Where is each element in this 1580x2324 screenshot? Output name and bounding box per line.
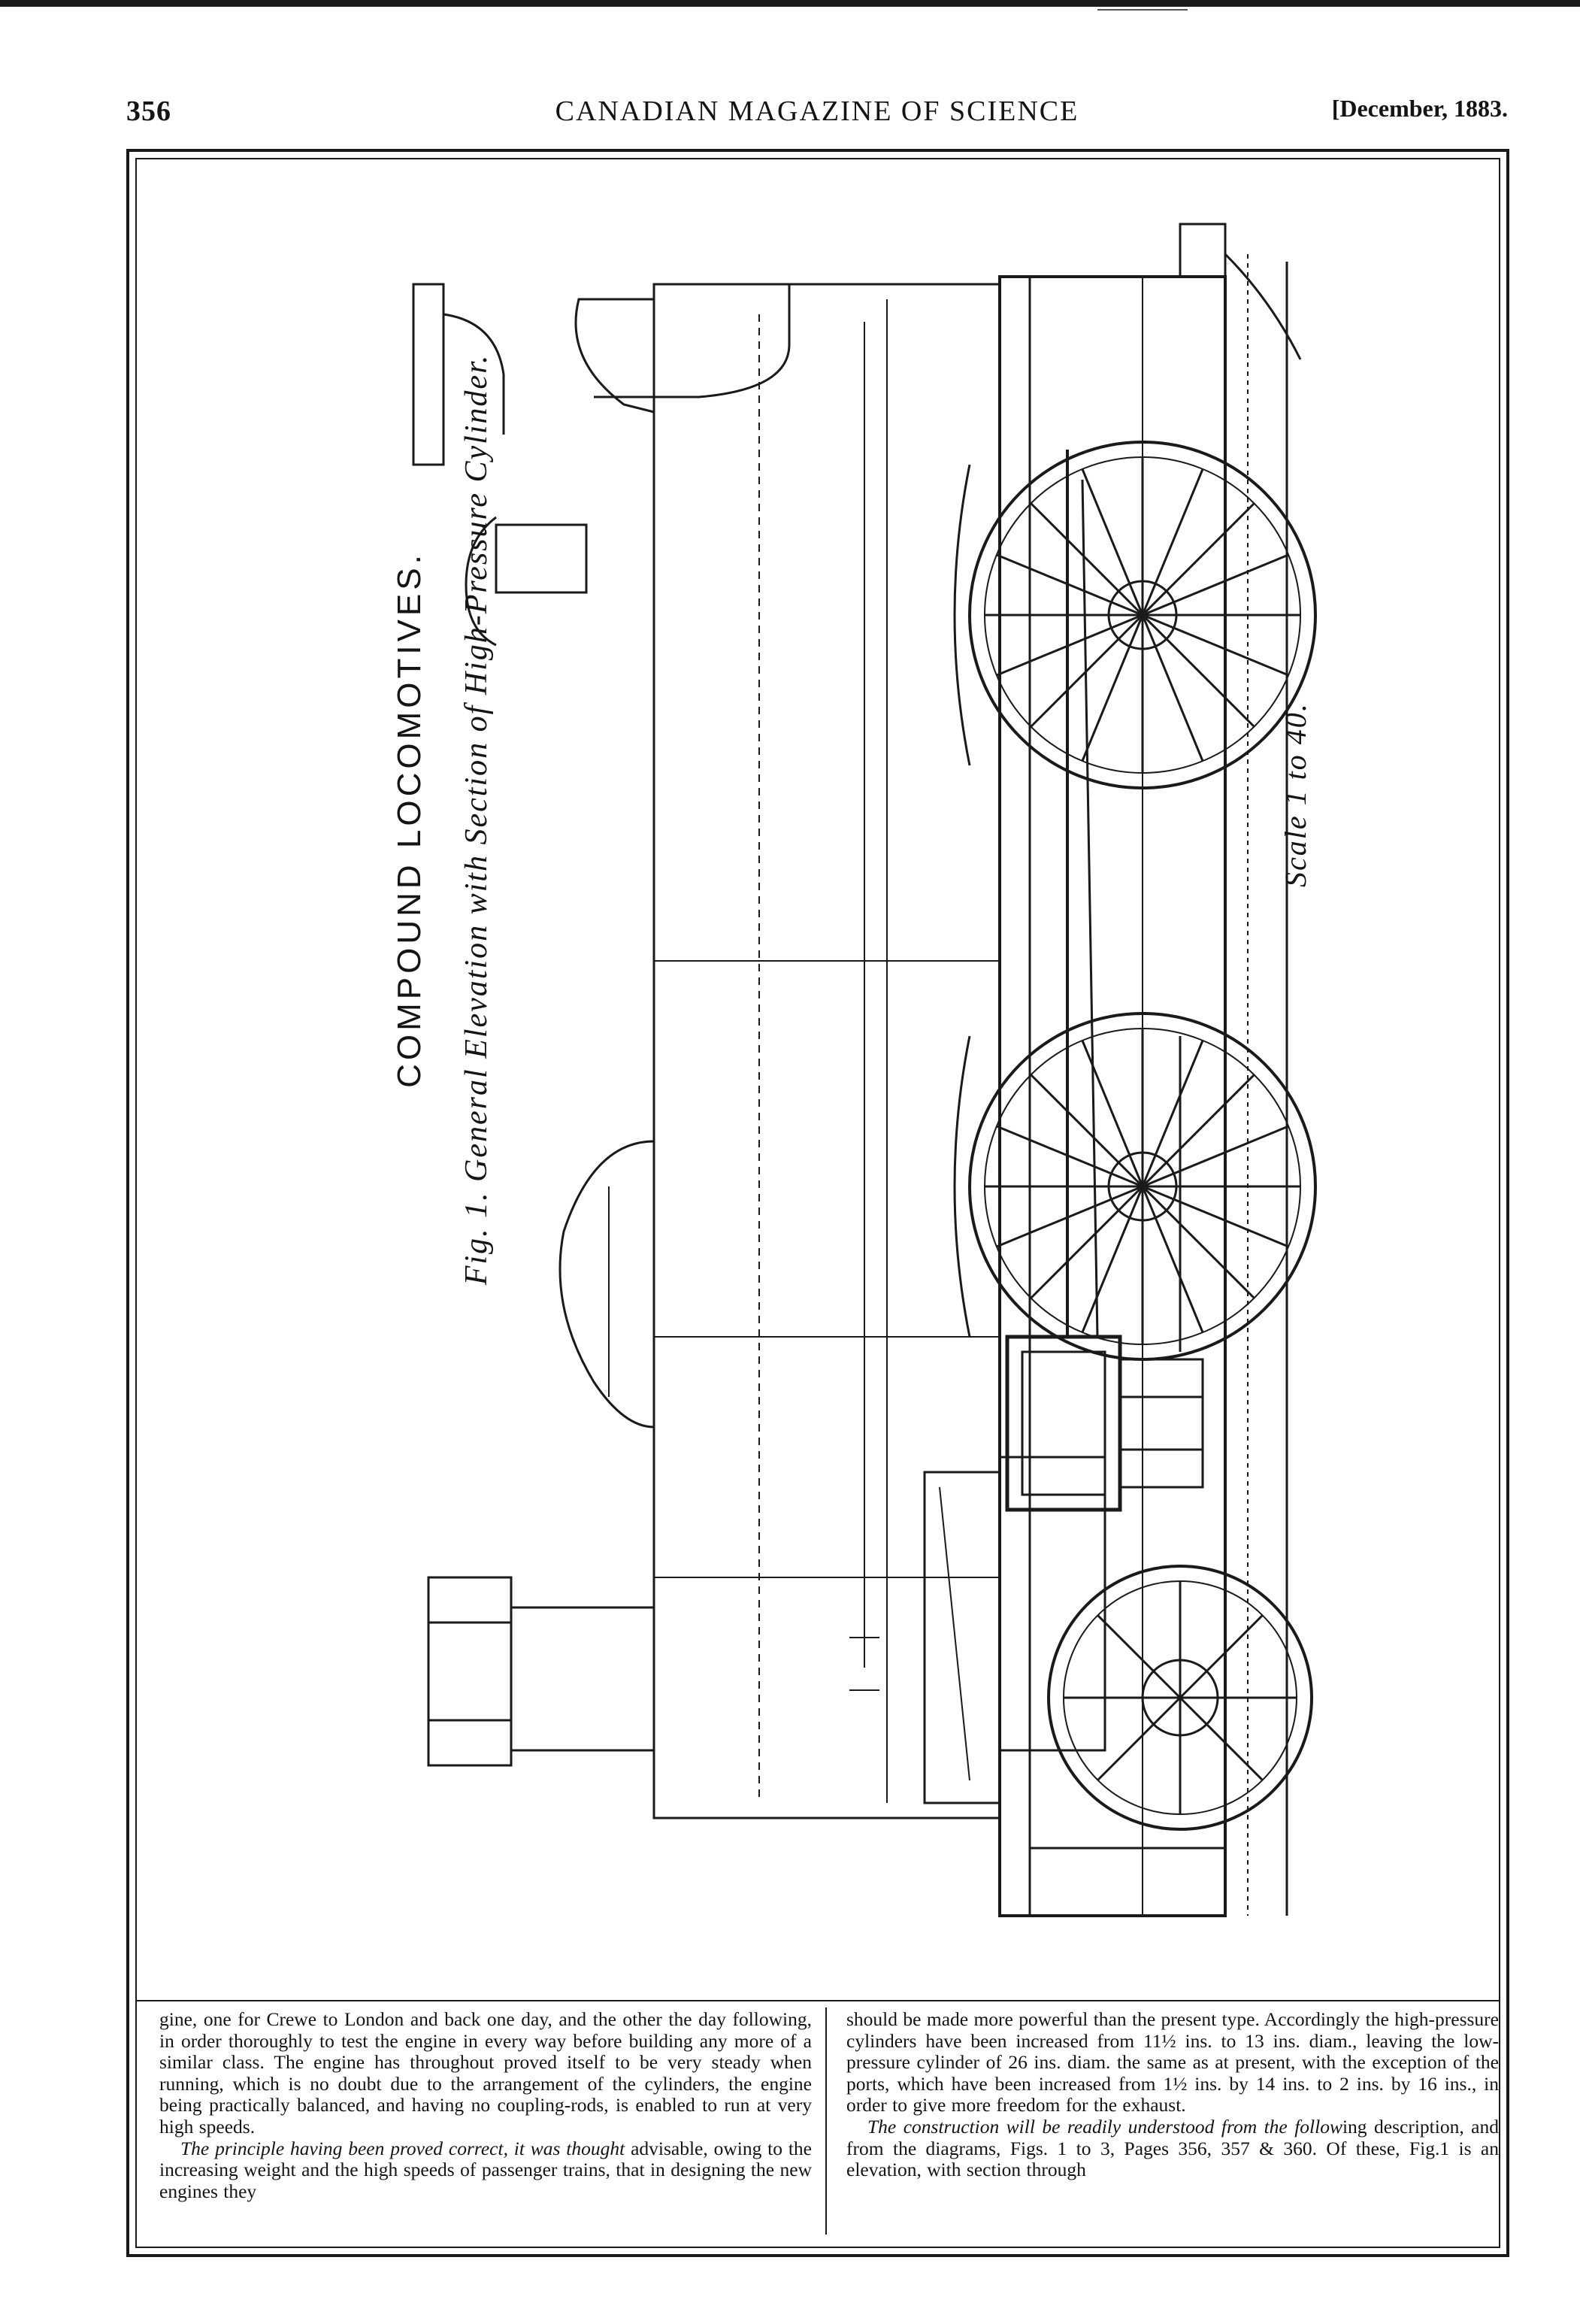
body-column-left: gine, one for Crewe to London and back o… <box>159 2009 812 2242</box>
paragraph-right-2-italic: The construction will be readily underst… <box>867 2115 1342 2138</box>
figure-caption-block: COMPOUND LOCOMOTIVES. Fig. 1. General El… <box>391 105 541 1534</box>
paragraph-left-2-rest: advisable, owing to the increasing weigh… <box>159 2137 812 2202</box>
scale-label: Scale 1 to 40. <box>1279 702 1312 887</box>
body-column-right: should be made more powerful than the pr… <box>846 2009 1499 2242</box>
page-header: 356 CANADIAN MAGAZINE OF SCIENCE [Decemb… <box>126 95 1508 140</box>
page-number: 356 <box>126 95 171 127</box>
figure-frame-inner <box>135 158 1500 2248</box>
paragraph-left-2: The principle having been proved correct… <box>159 2138 812 2203</box>
figure-title: COMPOUND LOCOMOTIVES. <box>391 551 428 1088</box>
scale-block: Scale 1 to 40. <box>1278 556 1323 887</box>
top-border-line <box>0 0 1580 7</box>
paragraph-right-2: The construction will be readily underst… <box>846 2116 1499 2181</box>
paragraph-right-1: should be made more powerful than the pr… <box>846 2009 1499 2116</box>
locomotive-elevation-drawing <box>412 223 1317 1917</box>
column-divider <box>825 2007 827 2235</box>
figure-caption: Fig. 1. General Elevation with Section o… <box>459 353 494 1286</box>
paragraph-left-2-italic: The principle having been proved correct… <box>180 2137 625 2159</box>
top-border-fragment <box>1097 9 1188 11</box>
paragraph-right-2-rest: ing description, and from the diagrams, … <box>846 2115 1499 2181</box>
issue-date: [December, 1883. <box>1331 95 1508 122</box>
locomotive-engraving <box>143 164 1493 1991</box>
paragraph-left-1: gine, one for Crewe to London and back o… <box>159 2009 812 2138</box>
figure-frame-outer <box>126 149 1509 2257</box>
running-title: CANADIAN MAGAZINE OF SCIENCE <box>555 95 1079 127</box>
text-section-rule <box>135 2000 1500 2001</box>
